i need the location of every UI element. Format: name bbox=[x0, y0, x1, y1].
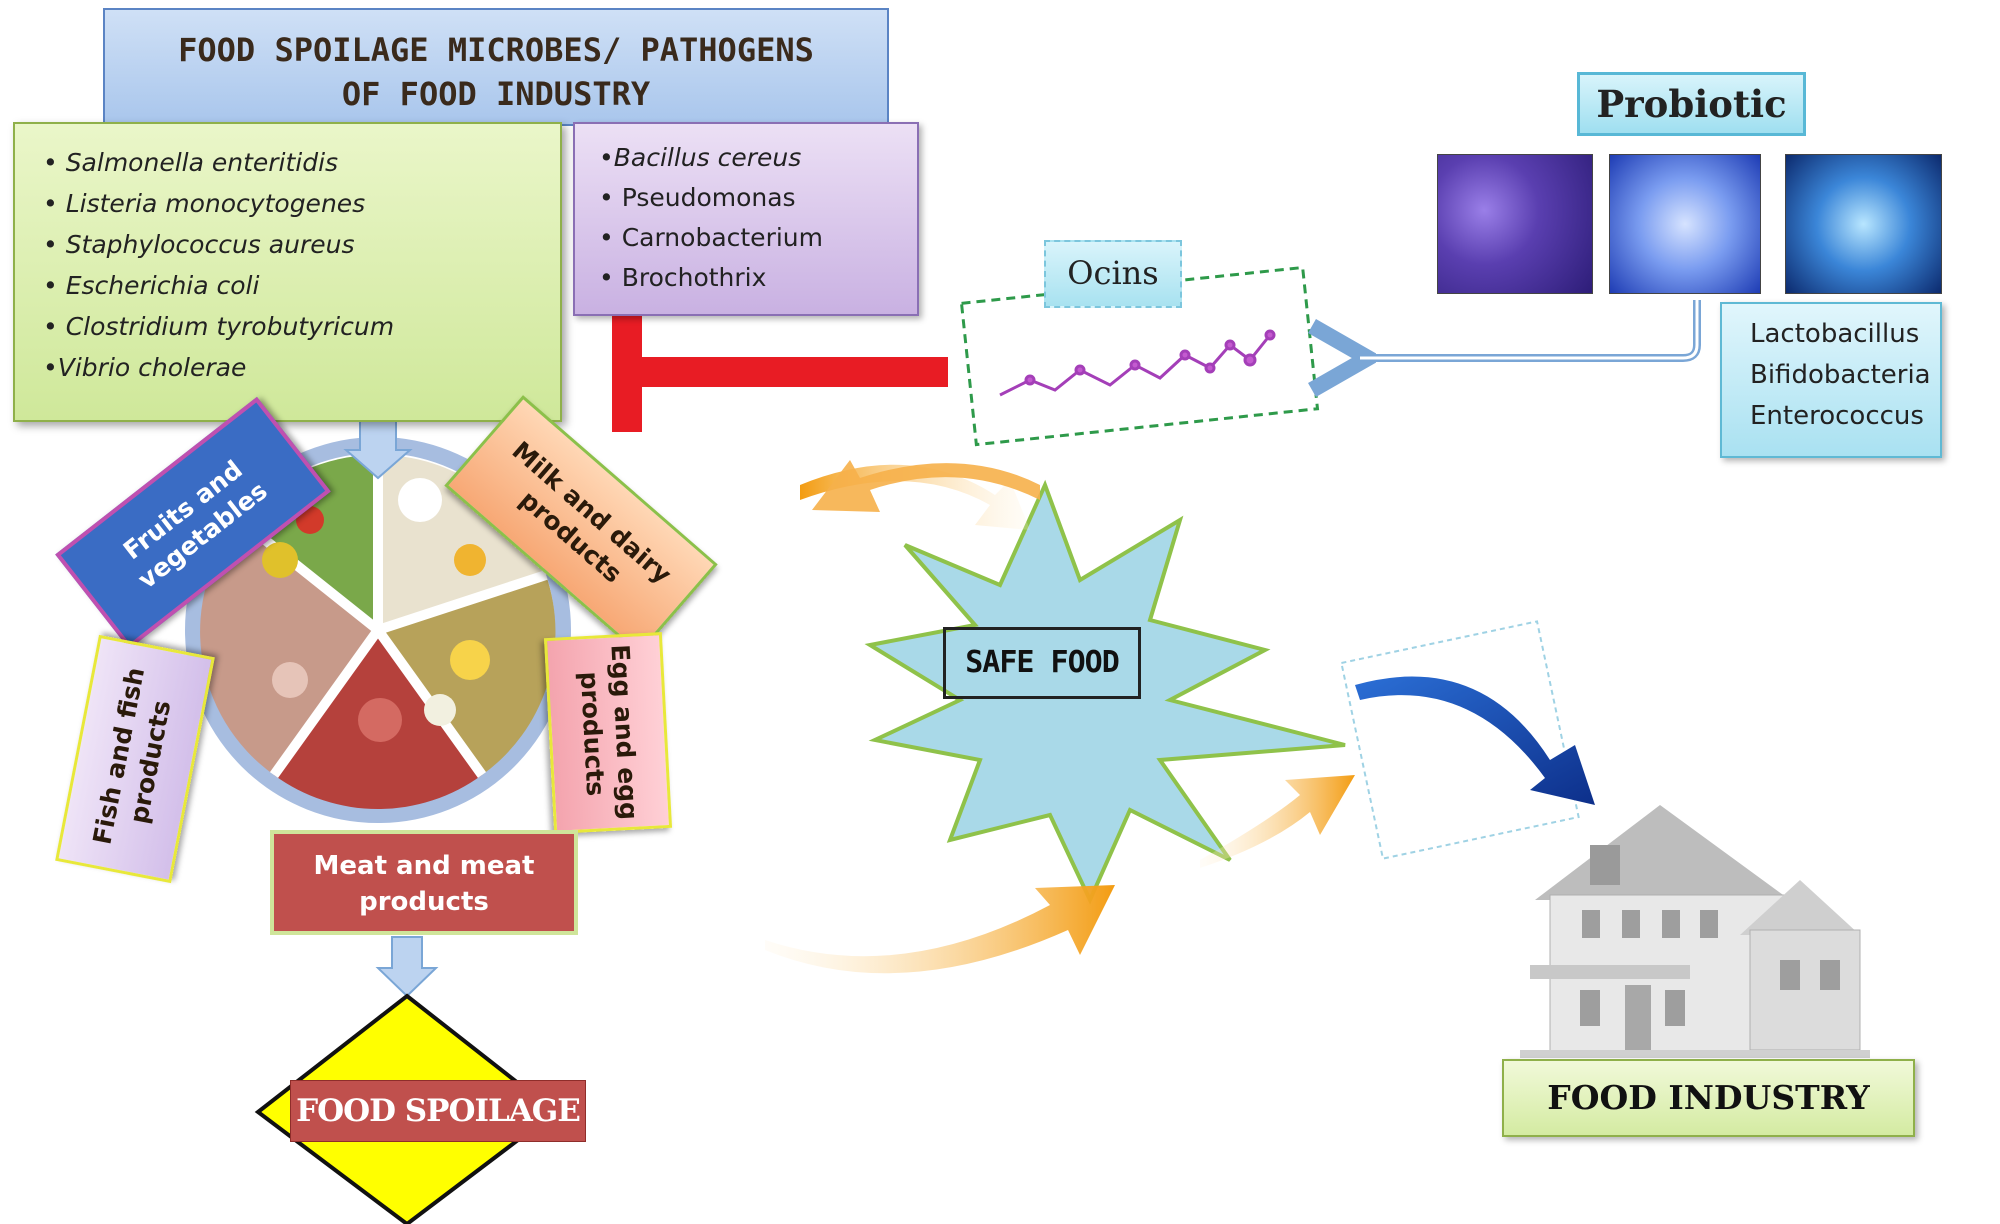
probiotic-micrograph-2 bbox=[1609, 154, 1761, 294]
title-line-2: OF FOOD INDUSTRY bbox=[341, 75, 651, 113]
down-arrow-2 bbox=[375, 936, 439, 998]
list-item: • Staphylococcus aureus bbox=[43, 230, 355, 259]
orange-arrow-mid bbox=[1200, 775, 1355, 868]
pathogens-title-box: FOOD SPOILAGE MICROBES/ PATHOGENS OF FOO… bbox=[103, 8, 889, 126]
list-item: •Bacillus cereus bbox=[599, 143, 802, 172]
probiotic-genera-box: Lactobacillus Bifidobacteria Enterococcu… bbox=[1720, 302, 1942, 458]
spoilage-list-box: •Bacillus cereus • Pseudomonas • Carnoba… bbox=[573, 122, 919, 316]
ocins-molecule bbox=[999, 329, 1276, 397]
blue-arrow-to-industry bbox=[1355, 676, 1595, 805]
food-spoilage-label: FOOD SPOILAGE bbox=[290, 1080, 586, 1142]
safe-food-label: SAFE FOOD bbox=[943, 627, 1141, 699]
down-arrow-1 bbox=[343, 419, 413, 480]
list-item: • Escherichia coli bbox=[43, 271, 260, 300]
list-item: Enterococcus bbox=[1750, 401, 1924, 431]
category-meat-products: Meat and meat products bbox=[270, 830, 578, 935]
list-item: Bifidobacteria bbox=[1750, 360, 1931, 390]
pathogen-list-box: • Salmonella enteritidis • Listeria mono… bbox=[13, 122, 562, 422]
probiotic-micrograph-3 bbox=[1785, 154, 1942, 294]
orange-arrow-top-l bbox=[812, 460, 1040, 512]
list-item: •Vibrio cholerae bbox=[43, 353, 247, 382]
list-item: • Carnobacterium bbox=[599, 223, 823, 252]
list-item: • Clostridium tyrobutyricum bbox=[43, 312, 395, 341]
probiotic-to-ocins-arrow bbox=[1360, 300, 1701, 358]
transfer-frame bbox=[1340, 620, 1580, 860]
list-item: Lactobacillus bbox=[1750, 319, 1920, 349]
list-item: • Salmonella enteritidis bbox=[43, 148, 339, 177]
ocins-label: Ocins bbox=[1044, 240, 1182, 308]
list-item: • Listeria monocytogenes bbox=[43, 189, 366, 218]
food-industry-label: FOOD INDUSTRY bbox=[1502, 1059, 1915, 1137]
title-line-1: FOOD SPOILAGE MICROBES/ PATHOGENS bbox=[178, 31, 814, 69]
inhibition-stem bbox=[640, 357, 948, 387]
list-item: • Brochothrix bbox=[599, 263, 767, 292]
category-egg-products: Egg and egg products bbox=[543, 632, 673, 834]
orange-arrow-bottom bbox=[765, 885, 1115, 974]
inhibition-bar bbox=[612, 316, 642, 432]
house-icon bbox=[1520, 805, 1870, 1058]
probiotic-micrograph-1 bbox=[1437, 154, 1593, 294]
probiotic-label: Probiotic bbox=[1577, 72, 1806, 136]
list-item: • Pseudomonas bbox=[599, 183, 796, 212]
